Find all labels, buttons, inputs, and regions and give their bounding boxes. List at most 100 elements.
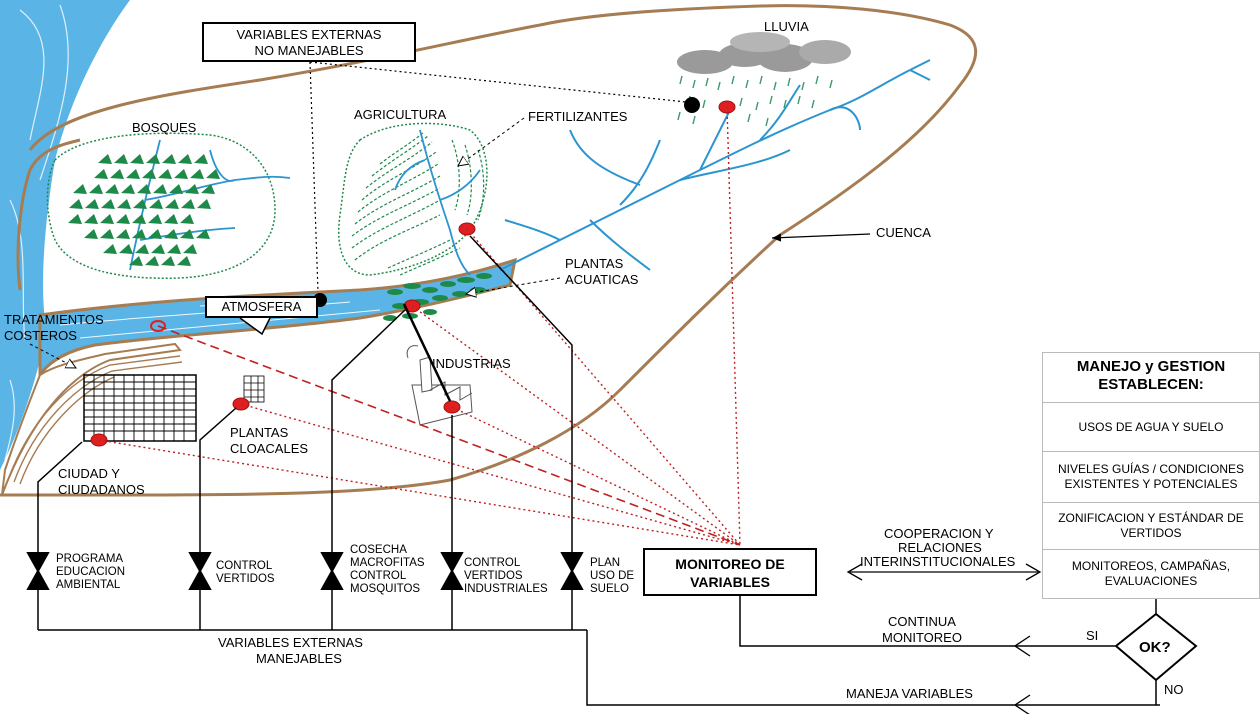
tree-icon	[151, 244, 165, 254]
valves	[26, 552, 584, 590]
external-variables-line2: NO MANEJABLES	[254, 43, 364, 58]
label-plantas-acuaticas-1: PLANTAS	[565, 256, 624, 271]
monitor-lines	[98, 106, 741, 546]
label-agricultura: AGRICULTURA	[354, 107, 447, 122]
panel-item-niveles: NIVELES GUÍAS / CONDICIONES EXISTENTES Y…	[1043, 452, 1259, 503]
city-grid	[83, 374, 197, 442]
tributaries	[499, 59, 931, 271]
coastal-lines	[7, 355, 183, 485]
monitoring-line2: VARIABLES	[690, 574, 770, 590]
label-continua-2: MONITOREO	[882, 630, 962, 645]
tree-icon	[142, 169, 156, 179]
tree-icon	[119, 244, 133, 254]
tree-icon	[85, 199, 99, 209]
coastal-band	[1, 342, 182, 496]
tree-icon	[145, 256, 159, 266]
tratamientos-arrow	[29, 343, 76, 368]
tree-icon	[181, 199, 195, 209]
tree-icon	[101, 199, 115, 209]
tree-icon	[167, 244, 181, 254]
label-industrias: INDUSTRIAS	[432, 356, 511, 371]
tree-icon	[100, 229, 114, 239]
valve-label-educacion-1: PROGRAMA	[56, 553, 123, 565]
valve-label-educacion-2: EDUCACION	[56, 566, 125, 578]
forest-trees	[68, 154, 220, 266]
tree-icon	[126, 169, 140, 179]
tree-icon	[129, 256, 143, 266]
tree-icon	[164, 229, 178, 239]
tree-icon	[206, 169, 220, 179]
monitoring-box: MONITOREO DE VARIABLES	[643, 548, 817, 596]
external-point-rain	[684, 97, 700, 113]
label-tratamientos-2: COSTEROS	[4, 328, 77, 343]
fertilizantes-arrow	[458, 117, 525, 166]
tree-icon	[89, 184, 103, 194]
tree-icon	[146, 154, 160, 164]
label-continua-1: CONTINUA	[888, 614, 956, 629]
tree-icon	[174, 169, 188, 179]
plantas-acuaticas-arrow	[466, 277, 561, 294]
valve-label-cosecha-4: MOSQUITOS	[350, 583, 420, 595]
tree-icon	[190, 169, 204, 179]
tree-icon	[180, 214, 194, 224]
tree-icon	[116, 214, 130, 224]
management-panel: MANEJO y GESTION ESTABLECEN: USOS DE AGU…	[1042, 352, 1260, 599]
tree-icon	[98, 154, 112, 164]
tree-icon	[149, 199, 163, 209]
tree-icon	[105, 184, 119, 194]
cooperacion-arrow-right-head	[1025, 563, 1042, 581]
label-plantas-acuaticas-2: ACUATICAS	[565, 272, 639, 287]
external-link-atmosphere	[309, 61, 319, 293]
label-maneja: MANEJA VARIABLES	[846, 686, 973, 701]
tree-icon	[194, 154, 208, 164]
valve-label-industriales-1: CONTROL	[464, 557, 521, 569]
tree-icon	[103, 244, 117, 254]
tree-icon	[178, 154, 192, 164]
monitor-line-coastal	[157, 325, 741, 546]
panel-item-zonificacion: ZONIFICACION Y ESTÁNDAR DE VERTIDOS	[1043, 503, 1259, 550]
tree-icon	[84, 229, 98, 239]
tree-icon	[117, 199, 131, 209]
label-cooperacion-2: RELACIONES	[898, 540, 982, 555]
tree-icon	[84, 214, 98, 224]
main-river-texture	[4, 4, 69, 461]
tree-icon	[116, 229, 130, 239]
agriculture-boundary	[338, 122, 488, 276]
tree-icon	[69, 199, 83, 209]
tree-icon	[183, 244, 197, 254]
label-bosques: BOSQUES	[132, 120, 197, 135]
tree-icon	[130, 154, 144, 164]
cooperacion-arrow-left-head	[846, 563, 863, 581]
label-ciudad-1: CIUDAD Y	[58, 466, 120, 481]
label-si: SI	[1086, 628, 1098, 643]
tree-icon	[185, 184, 199, 194]
tree-icon	[137, 184, 151, 194]
agriculture-rows	[351, 131, 485, 276]
monitoring-line1: MONITOREO DE	[675, 556, 785, 572]
label-no: NO	[1164, 682, 1184, 697]
monitor-point-coastal	[150, 320, 166, 332]
tree-icon	[164, 214, 178, 224]
factory-icon	[406, 345, 473, 426]
tree-icon	[114, 154, 128, 164]
external-variables-line1: VARIABLES EXTERNAS	[236, 27, 382, 42]
label-tratamientos-1: TRATAMIENTOS	[4, 312, 104, 327]
valve-label-cosecha-3: CONTROL	[350, 570, 407, 582]
label-manejables-1: VARIABLES EXTERNAS	[218, 635, 363, 650]
tree-icon	[165, 199, 179, 209]
tree-icon	[177, 256, 191, 266]
tree-icon	[133, 199, 147, 209]
tree-icon	[169, 184, 183, 194]
label-plantas-cloacales-2: CLOACALES	[230, 441, 308, 456]
tree-icon	[110, 169, 124, 179]
tree-icon	[148, 229, 162, 239]
tree-icon	[121, 184, 135, 194]
valve-label-vertidos-1: CONTROL	[216, 560, 273, 572]
tree-icon	[180, 229, 194, 239]
maneja-arrowhead	[1013, 694, 1031, 714]
continua-arrowhead	[1013, 635, 1031, 657]
tree-icon	[196, 229, 210, 239]
panel-item-usos: USOS DE AGUA Y SUELO	[1043, 403, 1259, 452]
label-plantas-cloacales-1: PLANTAS	[230, 425, 289, 440]
